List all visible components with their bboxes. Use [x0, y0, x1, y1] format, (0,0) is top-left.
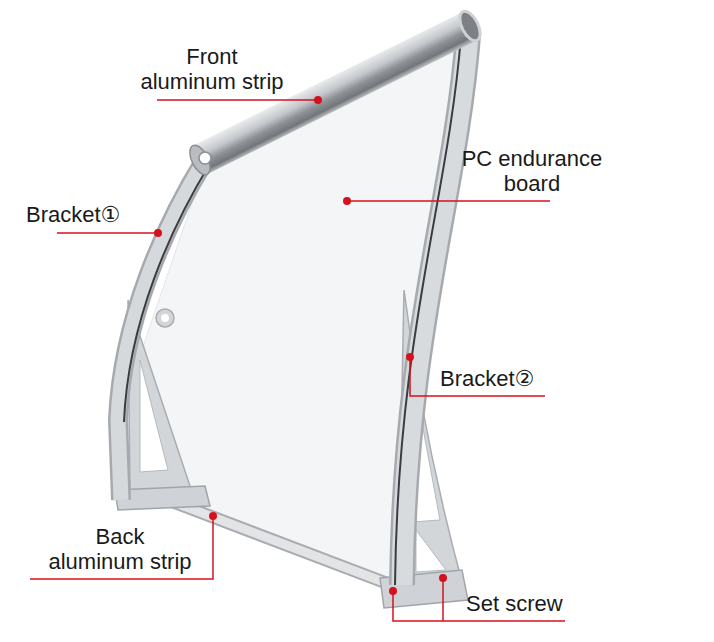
leader-line — [30, 516, 213, 579]
leader-line — [347, 200, 550, 202]
leader-dot — [439, 574, 447, 582]
part-label: Back aluminum strip — [47, 524, 194, 574]
leader-dot — [154, 229, 162, 237]
part-label: Bracket① — [26, 202, 120, 227]
part-label: PC endurance board — [460, 146, 604, 196]
part-label: Bracket② — [440, 366, 534, 391]
right-bracket-edge — [402, 36, 468, 585]
truss-hole — [416, 530, 446, 572]
leader-line — [393, 591, 565, 621]
leader-dot — [389, 587, 397, 595]
leader-dot — [406, 353, 414, 361]
leader-line — [57, 232, 158, 234]
right-bracket — [402, 36, 468, 585]
ring-hole — [161, 314, 169, 322]
back-strip-edge — [168, 500, 402, 589]
leader-line — [157, 99, 318, 101]
truss-hole — [140, 360, 168, 472]
left-bracket-edge — [118, 160, 205, 500]
leader-line — [442, 578, 444, 621]
part-label: Front aluminum strip — [139, 44, 286, 94]
back-strip — [168, 500, 402, 589]
leader-lines — [30, 100, 565, 621]
left-bracket — [118, 160, 205, 500]
tube-end — [186, 142, 215, 178]
leader-line — [410, 357, 545, 396]
leader-dot — [209, 512, 217, 520]
board-groove — [124, 162, 211, 422]
leader-dots — [154, 96, 447, 595]
board-groove — [395, 36, 461, 585]
bracket-socket — [199, 152, 211, 164]
leader-dot — [314, 96, 322, 104]
mount-ring — [156, 309, 174, 327]
part-label: Set screw — [466, 591, 563, 616]
tube-end — [456, 8, 485, 44]
leader-dot — [343, 197, 351, 205]
